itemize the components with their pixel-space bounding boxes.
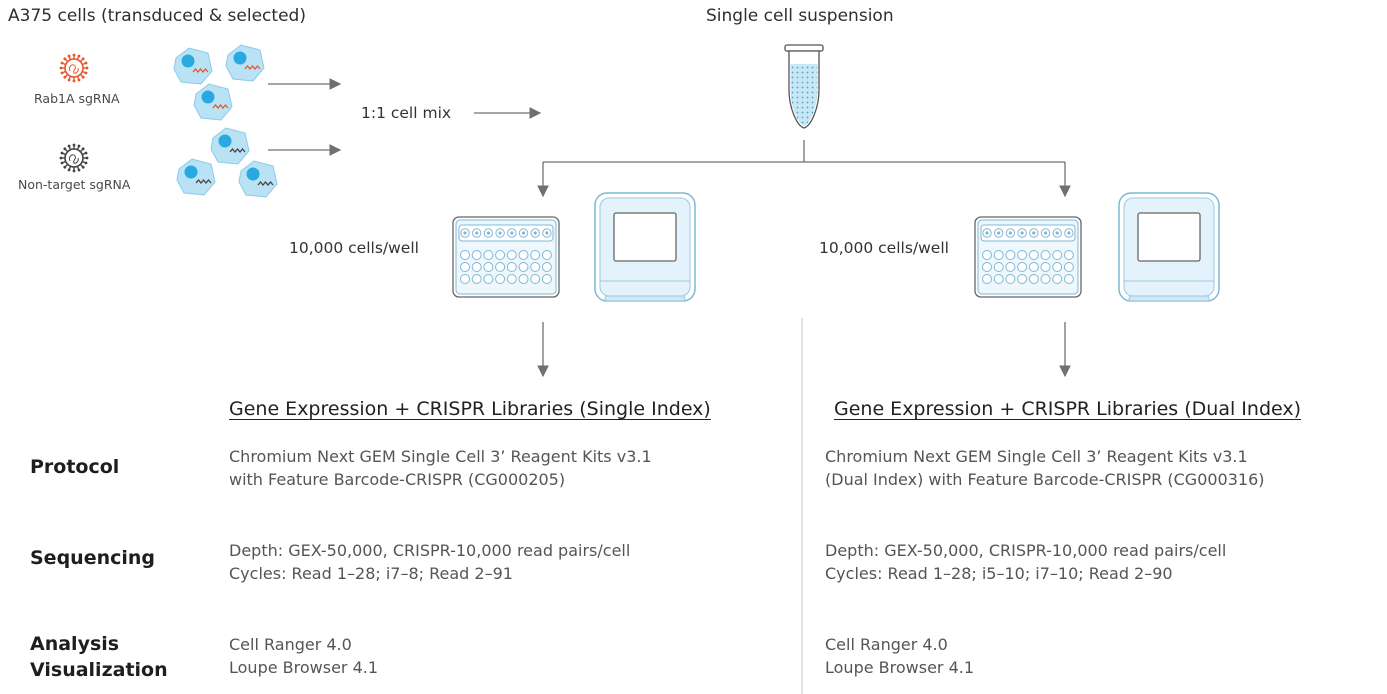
- split-connector: [537, 140, 1071, 198]
- row-label-protocol: Protocol: [30, 456, 120, 478]
- protocol-line: with Feature Barcode-CRISPR (CG000205): [229, 470, 566, 489]
- sequencing-line: Depth: GEX-50,000, CRISPR-10,000 read pa…: [825, 541, 1227, 560]
- row-label-analysis: Analysis: [30, 633, 120, 655]
- protocol-line: Chromium Next GEM Single Cell 3’ Reagent…: [825, 447, 1248, 466]
- cells-per-well-label: 10,000 cells/well: [289, 239, 419, 257]
- analysis-line: Loupe Browser 4.1: [229, 658, 379, 677]
- chip-icon: [974, 216, 1082, 298]
- rab1a-cells-icon: [173, 44, 265, 121]
- protocol-line: Chromium Next GEM Single Cell 3’ Reagent…: [229, 447, 652, 466]
- rab1a-label: Rab1A sgRNA: [34, 91, 120, 106]
- mix-label: 1:1 cell mix: [361, 104, 452, 122]
- rab1a-virus-icon: [59, 53, 89, 83]
- sequencing-line: Cycles: Read 1–28; i7–8; Read 2–91: [229, 564, 513, 583]
- analysis-line: Cell Ranger 4.0: [825, 635, 948, 654]
- chip-icon: [452, 216, 560, 298]
- tube-icon: [784, 44, 824, 129]
- nontarget-virus-icon: [59, 143, 89, 173]
- sequencing-line: Depth: GEX-50,000, CRISPR-10,000 read pa…: [229, 541, 631, 560]
- analysis-line: Loupe Browser 4.1: [825, 658, 975, 677]
- row-label-visualization: Visualization: [30, 659, 168, 681]
- suspension-title: Single cell suspension: [706, 6, 894, 26]
- protocol-line: (Dual Index) with Feature Barcode-CRISPR…: [825, 470, 1265, 489]
- nontarget-label: Non-target sgRNA: [18, 177, 131, 192]
- sequencing-line: Cycles: Read 1–28; i5–10; i7–10; Read 2–…: [825, 564, 1173, 583]
- analysis-line: Cell Ranger 4.0: [229, 635, 352, 654]
- instrument-icon: [594, 192, 696, 302]
- instrument-icon: [1118, 192, 1220, 302]
- library-title-dual: Gene Expression + CRISPR Libraries (Dual…: [834, 398, 1302, 420]
- cells-title: A375 cells (transduced & selected): [8, 6, 306, 26]
- nontarget-cells-icon: [176, 127, 278, 198]
- cells-per-well-label: 10,000 cells/well: [819, 239, 949, 257]
- library-title-single: Gene Expression + CRISPR Libraries (Sing…: [229, 398, 711, 420]
- row-label-sequencing: Sequencing: [30, 547, 156, 569]
